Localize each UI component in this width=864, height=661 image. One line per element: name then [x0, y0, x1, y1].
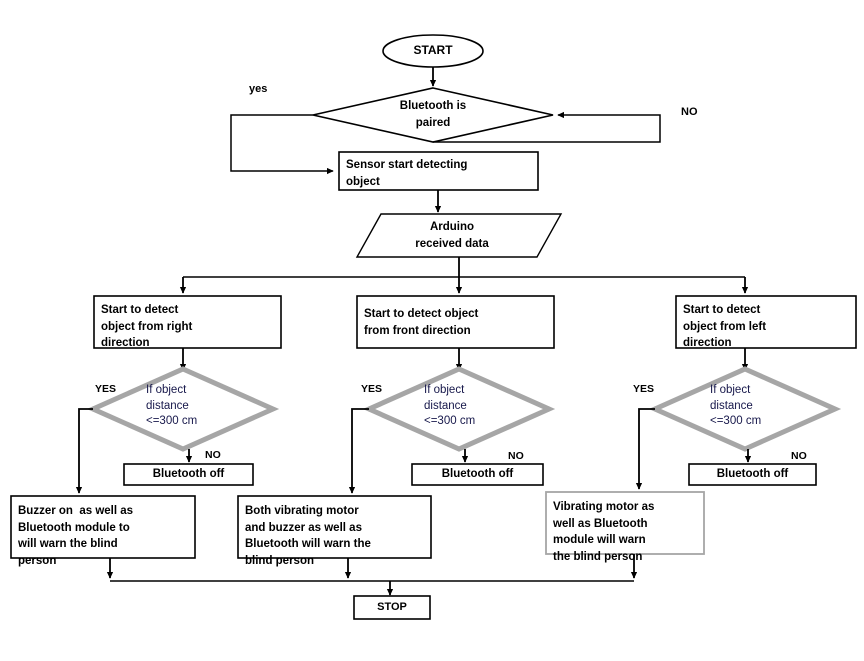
detect-front-box [356, 295, 555, 349]
bluetooth-paired-diamond [312, 87, 554, 143]
stop-box [353, 595, 431, 620]
bluetooth-off-left-box [688, 463, 817, 486]
bluetooth-off-right-box [123, 463, 254, 486]
start-ellipse [382, 34, 484, 68]
action-right-box [10, 495, 196, 559]
arduino-data-parallelogram [355, 213, 563, 258]
distance-right-diamond [86, 366, 280, 452]
edge-yes-front [348, 408, 369, 494]
action-left-box [545, 491, 705, 555]
distance-left-diamond [648, 366, 842, 452]
edge-yes-right [75, 408, 93, 494]
edge-yes-to-sensor [230, 114, 334, 175]
detect-right-box [93, 295, 282, 349]
edge-yes-left [635, 408, 655, 490]
action-front-box [237, 495, 432, 559]
edge-no-loop [433, 111, 661, 143]
detect-left-box [675, 295, 857, 349]
sensor-start-box [338, 151, 539, 191]
bluetooth-off-front-box [411, 463, 544, 486]
distance-front-diamond [362, 366, 556, 452]
